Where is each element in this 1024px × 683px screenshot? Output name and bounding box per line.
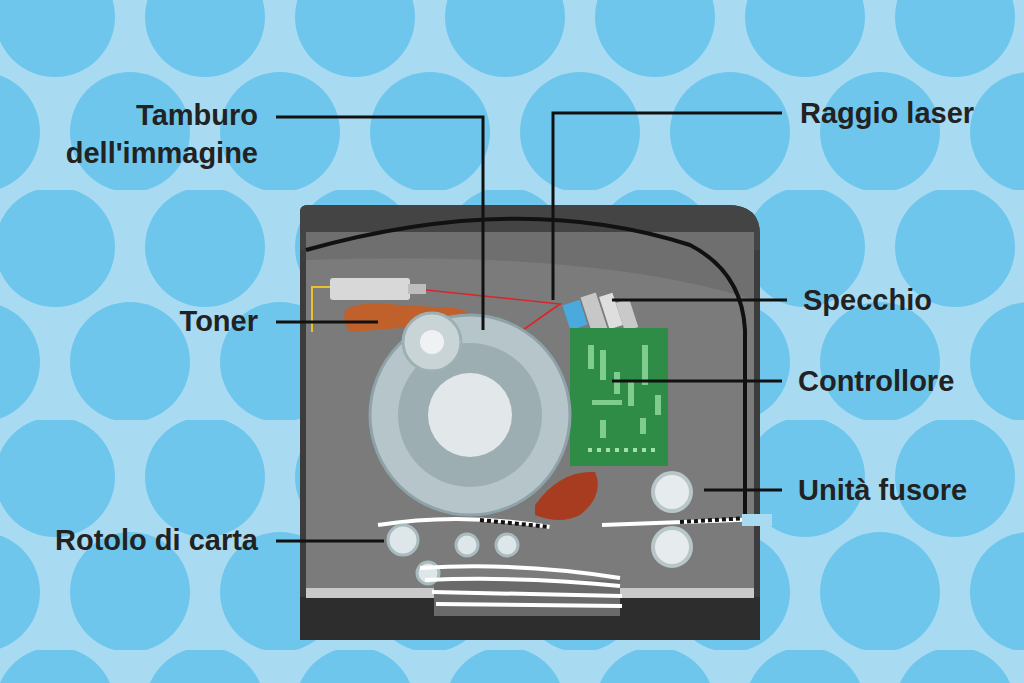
printer-housing (300, 205, 760, 640)
paper-stack (420, 566, 622, 606)
base-strip (620, 588, 754, 598)
board-pin (615, 448, 619, 452)
toner-wire (312, 287, 332, 332)
paper-exit (742, 514, 772, 526)
board-pin (597, 448, 601, 452)
part-label: Rotolo di carta (55, 521, 258, 559)
controller-board (570, 328, 668, 466)
board-pin (624, 448, 628, 452)
base-strip (306, 588, 434, 598)
part-label: Tamburo dell'immagine (28, 96, 258, 172)
board-pin (606, 448, 610, 452)
image-drum (370, 313, 570, 515)
board-pin (651, 448, 655, 452)
leader-lines (276, 113, 787, 541)
board-pin (588, 448, 592, 452)
part-label: Specchio (803, 281, 932, 319)
toner-print (480, 520, 550, 527)
toner-cartridge (330, 278, 410, 300)
paper-rollers (388, 525, 518, 584)
printer-base (300, 597, 760, 640)
transfer-part (535, 472, 598, 520)
board-pin (633, 448, 637, 452)
part-label: Raggio laser (800, 94, 974, 132)
part-label: Toner (180, 302, 258, 340)
part-label: Unità fusore (798, 471, 967, 509)
fuser-unit (653, 473, 691, 566)
part-label: Controllore (798, 362, 954, 400)
toner-nozzle (408, 284, 426, 294)
board-pin (642, 448, 646, 452)
cover-line (306, 219, 745, 520)
